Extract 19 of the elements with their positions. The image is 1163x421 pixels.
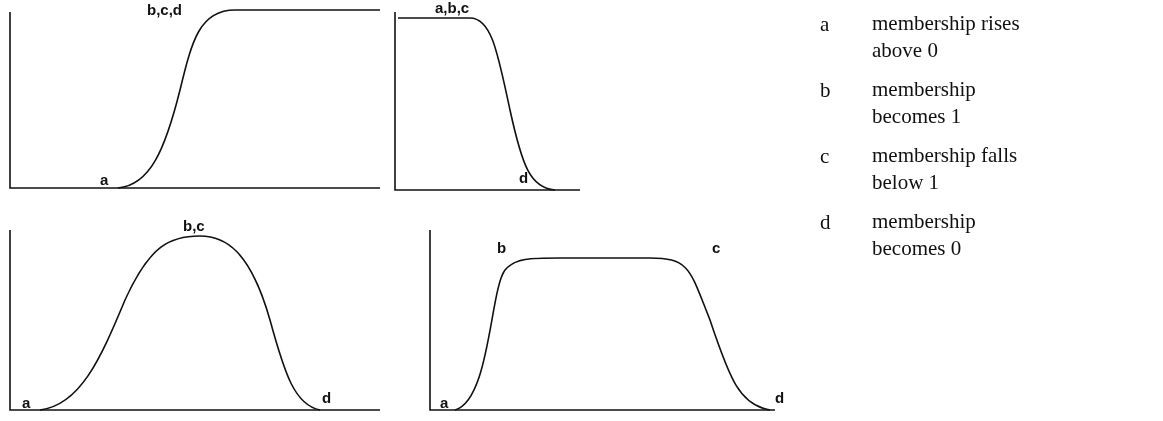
legend-description: membership becomes 0: [872, 208, 977, 262]
curve-point-label: d: [775, 390, 785, 405]
curve-point-label: b,c,d: [147, 2, 182, 17]
legend-description: membership falls below 1: [872, 142, 1019, 196]
legend-description: membership rises above 0: [872, 10, 1021, 64]
curve-point-label: a: [22, 395, 31, 410]
legend-key-letter: c: [820, 146, 830, 167]
curve-point-label: c: [712, 240, 721, 255]
curve-point-label: d: [322, 390, 332, 405]
curve-point-label: a,b,c: [435, 0, 470, 15]
curve-point-label: a: [100, 172, 109, 187]
legend-key-letter: b: [820, 80, 831, 101]
curve-point-label: b,c: [183, 218, 205, 233]
legend-key-letter: d: [820, 212, 831, 233]
legend-description: membership becomes 1: [872, 76, 977, 130]
curve-point-label: d: [519, 170, 529, 185]
curve-point-label: a: [440, 395, 449, 410]
legend-key-letter: a: [820, 14, 830, 35]
curve-point-label: b: [497, 240, 507, 255]
